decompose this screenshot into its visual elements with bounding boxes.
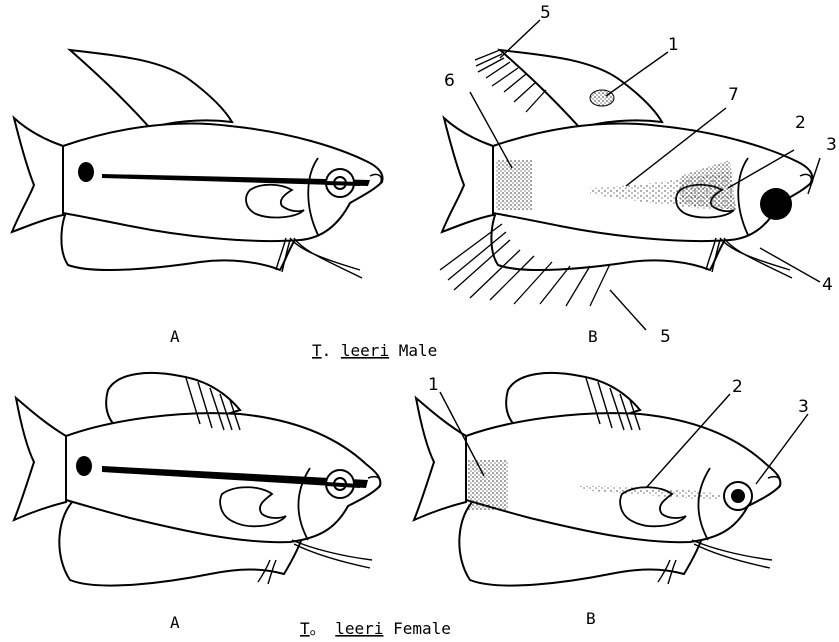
male-b-fish bbox=[440, 50, 812, 306]
caudal-spot bbox=[78, 162, 94, 182]
male-caption: T. leeri Male bbox=[312, 341, 437, 360]
male-b-callout-3: 3 bbox=[826, 135, 837, 155]
female-a-fish bbox=[14, 373, 380, 586]
caption-sep: . bbox=[322, 341, 341, 360]
panel-letter-female-b: B bbox=[586, 609, 596, 628]
male-a-fish bbox=[12, 50, 382, 278]
female-b-callout-2: 2 bbox=[732, 377, 743, 397]
male-b-callout-4: 4 bbox=[822, 275, 833, 295]
caption-genus: T bbox=[312, 341, 322, 360]
caption-sep: 。 bbox=[310, 619, 336, 638]
female-b-callout-3: 3 bbox=[798, 397, 809, 417]
eye bbox=[760, 188, 792, 220]
panel-letter-male-a: A bbox=[170, 327, 180, 346]
female-caption: T。 leeri Female bbox=[300, 619, 451, 638]
female-b-callout-1: 1 bbox=[428, 375, 439, 395]
female-b-fish bbox=[414, 373, 780, 586]
caption-species: leeri bbox=[341, 341, 389, 360]
male-b-callout-5-top: 5 bbox=[540, 3, 551, 23]
caption-species: leeri bbox=[335, 619, 383, 638]
panel-letter-male-b: B bbox=[588, 327, 598, 346]
male-b-callout-5-bottom: 5 bbox=[660, 327, 671, 347]
caption-sex: Male bbox=[389, 341, 437, 360]
male-b-callout-7: 7 bbox=[728, 85, 739, 105]
male-b-callout-6: 6 bbox=[444, 71, 455, 91]
caption-genus: T bbox=[300, 619, 310, 638]
male-b-callout-2: 2 bbox=[795, 113, 806, 133]
male-b-callout-1: 1 bbox=[668, 35, 679, 55]
caption-sex: Female bbox=[383, 619, 450, 638]
panel-letter-female-a: A bbox=[170, 613, 180, 632]
